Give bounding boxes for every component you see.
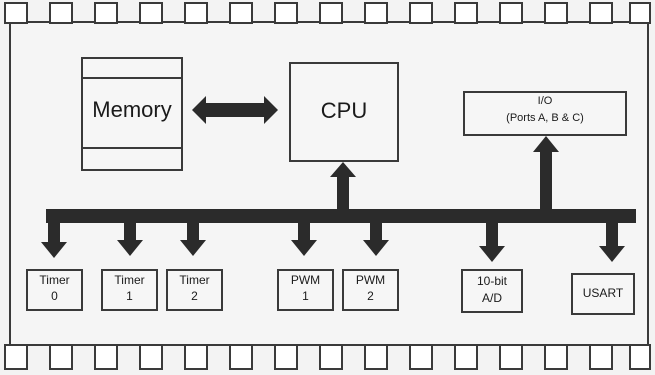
bottom-pins bbox=[5, 345, 650, 369]
bottom-pin bbox=[275, 345, 297, 369]
top-pin bbox=[500, 3, 522, 23]
pwm2-label-line1: PWM bbox=[343, 274, 398, 287]
bottom-pin bbox=[185, 345, 207, 369]
top-pin bbox=[545, 3, 567, 23]
top-pin bbox=[140, 3, 162, 23]
timer1-label-line1: Timer bbox=[102, 274, 157, 287]
bottom-pin bbox=[320, 345, 342, 369]
bottom-pin bbox=[590, 345, 612, 369]
top-pin bbox=[230, 3, 252, 23]
bottom-pin bbox=[545, 345, 567, 369]
bottom-pin bbox=[5, 345, 27, 369]
top-pin bbox=[410, 3, 432, 23]
timer0-label-line1: Timer bbox=[27, 274, 82, 287]
top-pin bbox=[275, 3, 297, 23]
ad-label-line1: 10-bit bbox=[462, 275, 522, 288]
top-pins bbox=[5, 3, 650, 23]
main-bus bbox=[46, 209, 636, 223]
bottom-pin bbox=[95, 345, 117, 369]
ad-label-line2: A/D bbox=[462, 292, 522, 305]
bottom-pin bbox=[455, 345, 477, 369]
bottom-pin bbox=[140, 345, 162, 369]
top-pin bbox=[455, 3, 477, 23]
top-pin bbox=[185, 3, 207, 23]
timer2-label-line1: Timer bbox=[167, 274, 222, 287]
top-pin bbox=[320, 3, 342, 23]
top-pin bbox=[365, 3, 387, 23]
timer1-label-line2: 1 bbox=[102, 290, 157, 303]
bottom-pin bbox=[50, 345, 72, 369]
top-pin bbox=[630, 3, 650, 23]
io-title: I/O bbox=[464, 96, 626, 108]
timer0-label-line2: 0 bbox=[27, 290, 82, 303]
pwm1-label-line1: PWM bbox=[278, 274, 333, 287]
pwm2-label-line2: 2 bbox=[343, 290, 398, 303]
cpu-label: CPU bbox=[290, 99, 398, 122]
bottom-pin bbox=[630, 345, 650, 369]
top-pin bbox=[590, 3, 612, 23]
bottom-pin bbox=[230, 345, 252, 369]
timer2-label-line2: 2 bbox=[167, 290, 222, 303]
usart-label: USART bbox=[572, 287, 634, 300]
top-pin bbox=[95, 3, 117, 23]
top-pin bbox=[50, 3, 72, 23]
top-pin bbox=[5, 3, 27, 23]
bottom-pin bbox=[365, 345, 387, 369]
bottom-pin bbox=[500, 345, 522, 369]
memory-label: Memory bbox=[82, 98, 182, 121]
io-subtitle: (Ports A, B & C) bbox=[464, 113, 626, 125]
pwm1-label-line2: 1 bbox=[278, 290, 333, 303]
bottom-pin bbox=[410, 345, 432, 369]
